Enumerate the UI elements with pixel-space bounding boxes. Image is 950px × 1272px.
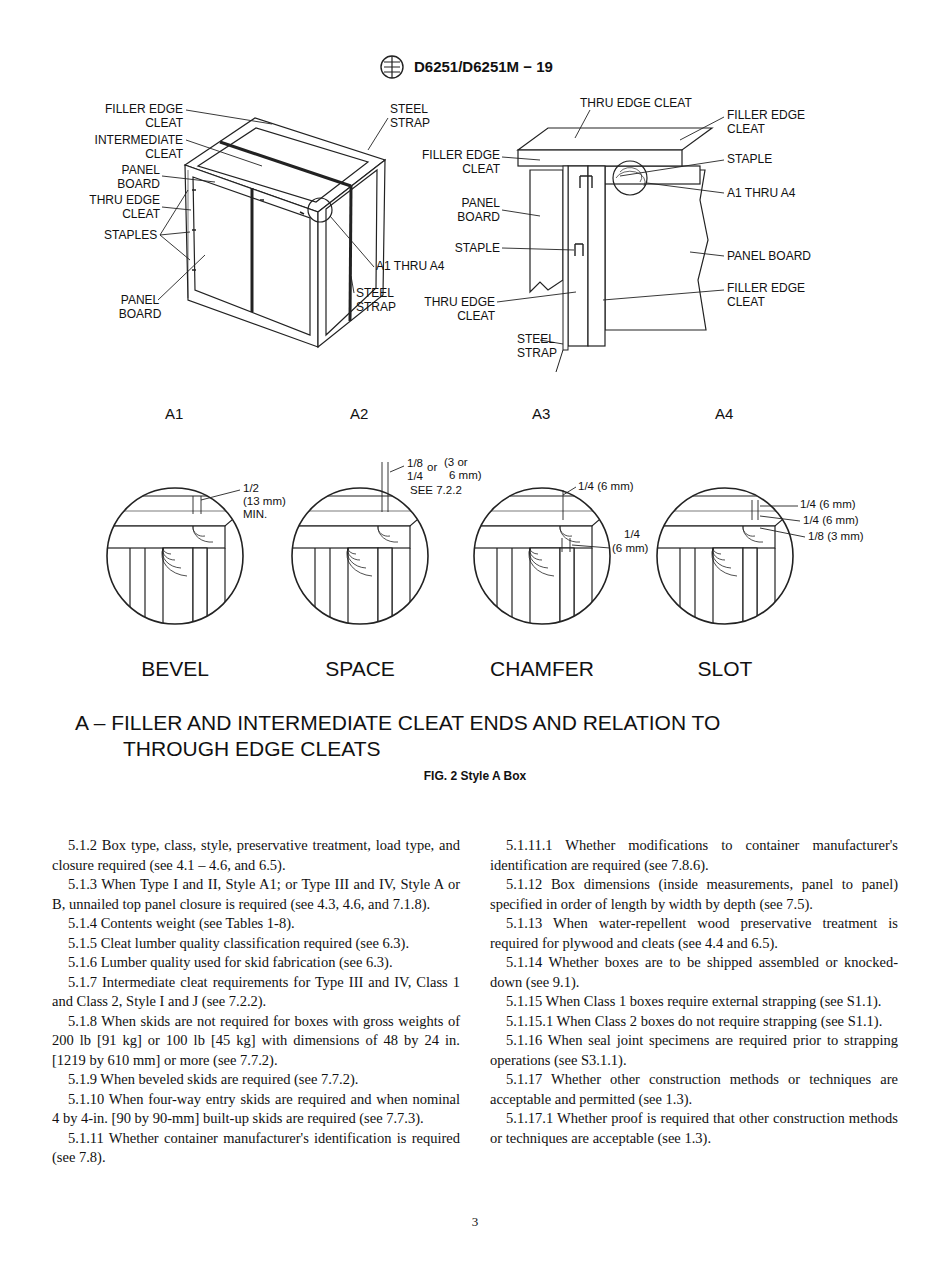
detail-number: A4 bbox=[715, 405, 755, 423]
dimension-label: 1/4 (6 mm) bbox=[800, 498, 890, 511]
dimension-lines bbox=[193, 462, 805, 552]
body-paragraph: 5.1.17 Whether other construction method… bbox=[490, 1070, 898, 1109]
part-label: THRU EDGE CLEAT bbox=[80, 193, 160, 221]
style-name: CHAMFER bbox=[482, 656, 602, 682]
part-label: THRU EDGE CLEAT bbox=[415, 295, 495, 323]
dimension-label: (13 mm) bbox=[243, 495, 303, 508]
part-label: STEEL STRAP bbox=[390, 102, 445, 130]
page-header: D6251/D6251M − 19 bbox=[414, 58, 553, 75]
body-paragraph: 5.1.10 When four-way entry skids are req… bbox=[52, 1090, 460, 1129]
dimension-label: SEE 7.2.2 bbox=[410, 484, 480, 497]
body-paragraph: 5.1.9 When beveled skids are required (s… bbox=[52, 1070, 460, 1090]
body-paragraph: 5.1.15.1 When Class 2 boxes do not requi… bbox=[490, 1012, 898, 1032]
dimension-label: 6 mm) bbox=[449, 469, 499, 482]
leader-lines bbox=[497, 110, 724, 344]
part-label: INTERMEDIATE CLEAT bbox=[93, 133, 183, 161]
dimension-label: MIN. bbox=[243, 508, 283, 521]
body-paragraph: 5.1.11 Whether container manufacturer's … bbox=[52, 1129, 460, 1168]
part-label: STAPLES bbox=[104, 228, 184, 242]
dimension-label: 1/4 (6 mm) bbox=[578, 480, 658, 493]
page-number: 3 bbox=[0, 1214, 950, 1230]
dimension-label: (6 mm) bbox=[612, 542, 672, 555]
part-label: FILLER EDGE CLEAT bbox=[410, 148, 500, 176]
body-paragraph: 5.1.4 Contents weight (see Tables 1-8). bbox=[52, 914, 460, 934]
part-label: A1 THRU A4 bbox=[376, 259, 476, 273]
dimension-label: (3 or bbox=[444, 456, 494, 469]
part-label: STAPLE bbox=[420, 241, 500, 255]
detail-number: A1 bbox=[165, 405, 205, 423]
body-paragraph: 5.1.16 When seal joint specimens are req… bbox=[490, 1031, 898, 1070]
style-name: BEVEL bbox=[115, 656, 235, 682]
body-paragraph: 5.1.17.1 Whether proof is required that … bbox=[490, 1109, 898, 1148]
dimension-label: 1/2 bbox=[243, 482, 283, 495]
body-paragraph: 5.1.12 Box dimensions (inside measuremen… bbox=[490, 875, 898, 914]
dimension-label: 1/4 bbox=[624, 528, 654, 541]
leader-lines bbox=[158, 110, 388, 300]
figure-caption: FIG. 2 Style A Box bbox=[0, 769, 950, 783]
part-label: FILLER EDGE CLEAT bbox=[93, 102, 183, 130]
part-label: A1 THRU A4 bbox=[727, 186, 827, 200]
corner-detail bbox=[518, 128, 712, 372]
part-label: STEEL STRAP bbox=[356, 286, 411, 314]
astm-logo bbox=[381, 56, 403, 78]
style-name: SLOT bbox=[665, 656, 785, 682]
figure-heading: A – FILLER AND INTERMEDIATE CLEAT ENDS A… bbox=[75, 710, 805, 762]
part-label: PANEL BOARD bbox=[100, 163, 160, 191]
box-isometric bbox=[185, 118, 385, 347]
part-label: STAPLE bbox=[727, 152, 807, 166]
body-paragraph: 5.1.6 Lumber quality used for skid fabri… bbox=[52, 953, 460, 973]
part-label: STEEL STRAP bbox=[517, 332, 572, 360]
part-label: PANEL BOARD bbox=[440, 196, 500, 224]
style-name: SPACE bbox=[300, 656, 420, 682]
text-column: 5.1.2 Box type, class, style, preservati… bbox=[52, 836, 460, 1168]
body-paragraph: 5.1.11.1 Whether modifications to contai… bbox=[490, 836, 898, 875]
dimension-label: 1/4 (6 mm) bbox=[803, 514, 893, 527]
part-label: FILLER EDGE CLEAT bbox=[727, 281, 817, 309]
part-label: PANEL BOARD bbox=[110, 293, 170, 321]
body-paragraph: 5.1.15 When Class 1 boxes require extern… bbox=[490, 992, 898, 1012]
body-paragraph: 5.1.14 Whether boxes are to be shipped a… bbox=[490, 953, 898, 992]
part-label: PANEL BOARD bbox=[727, 249, 847, 263]
body-paragraph: 5.1.13 When water-repellent wood preserv… bbox=[490, 914, 898, 953]
body-paragraph: 5.1.5 Cleat lumber quality classificatio… bbox=[52, 934, 460, 954]
part-label: FILLER EDGE CLEAT bbox=[727, 108, 817, 136]
detail-number: A2 bbox=[350, 405, 390, 423]
part-label: THRU EDGE CLEAT bbox=[580, 96, 710, 110]
dimension-label: 1/4 bbox=[407, 470, 432, 483]
detail-number: A3 bbox=[532, 405, 572, 423]
body-paragraph: 5.1.7 Intermediate cleat requirements fo… bbox=[52, 973, 460, 1012]
body-paragraph: 5.1.3 When Type I and II, Style A1; or T… bbox=[52, 875, 460, 914]
text-column: 5.1.11.1 Whether modifications to contai… bbox=[490, 836, 898, 1148]
body-paragraph: 5.1.8 When skids are not required for bo… bbox=[52, 1012, 460, 1071]
dimension-label: 1/8 (3 mm) bbox=[808, 530, 898, 543]
body-paragraph: 5.1.2 Box type, class, style, preservati… bbox=[52, 836, 460, 875]
